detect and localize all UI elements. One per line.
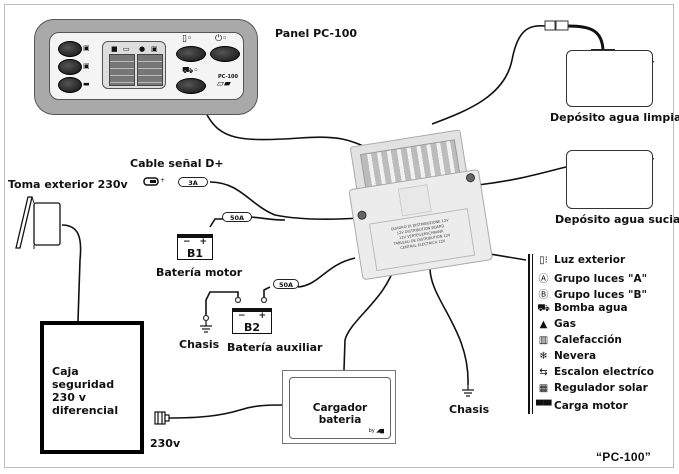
battery-b1: − + B1	[177, 234, 213, 260]
wire-signal-d	[209, 181, 361, 221]
exterior-light-icon: ▯⁝	[539, 255, 548, 266]
group-a-icon: Ⓐ	[538, 274, 549, 285]
wire-box-to-clean-tank	[431, 25, 546, 125]
box-indicator-window	[397, 184, 432, 217]
terminal-b2-plus	[260, 296, 268, 304]
wire-plug-to-charger	[167, 404, 283, 419]
terminal-b2-minus	[234, 296, 242, 304]
wire-box-to-dirty-tank	[477, 166, 567, 186]
battery-b2-icon: ▣	[83, 62, 90, 70]
central-distribution-box: QUADRO DI DISTRIBUZIONE 12V 12V DISTRIBU…	[341, 125, 494, 281]
wire-b2-minus-chasis	[205, 291, 239, 318]
wire-panel-to-box	[205, 112, 373, 151]
terminal-chasis	[202, 314, 210, 322]
panel-display: ■ ▭ ● ▣	[102, 41, 166, 89]
wire-box-to-charger	[343, 264, 396, 371]
box-label-plate: QUADRO DI DISTRIBUZIONE 12V 12V DISTRIBU…	[368, 208, 476, 272]
fuse-50a-b2: 50A	[273, 279, 299, 289]
wire-toma-to-caja	[61, 224, 82, 322]
panel-button-power[interactable]	[210, 46, 240, 62]
engine-charge-icon: ▀▀	[536, 401, 552, 412]
drop-indicator-icon: ●	[139, 45, 146, 53]
wire-clean-tank-sensor	[567, 24, 605, 51]
level-bar-left	[109, 54, 135, 86]
battery-motor-label: Batería motor	[156, 266, 243, 279]
panel-button-b1[interactable]	[58, 41, 82, 57]
exterior-light-icon: ▯◦	[182, 34, 193, 44]
panel-logo: PC-100	[218, 74, 238, 80]
panel-button-battery[interactable]	[58, 77, 82, 93]
group-b-icon: Ⓑ	[538, 290, 549, 301]
plug-230v-icon	[154, 411, 170, 425]
legend-item: ▀▀Carga motor	[536, 400, 628, 412]
panel-button-water-pump[interactable]	[176, 78, 206, 94]
gas-icon: ▲	[539, 319, 548, 330]
screw-icon	[465, 172, 476, 183]
legend-item: ▦Regulador solar	[536, 382, 648, 397]
ground-symbol-right	[462, 385, 474, 397]
clean-water-tank	[566, 50, 653, 107]
power-icon: ⏻◦	[215, 34, 228, 44]
plus-sign: +	[160, 177, 166, 184]
wire-b2-plus	[263, 286, 271, 300]
charger-brand: by ◢▆	[368, 428, 384, 434]
electric-step-icon: ⇆	[539, 367, 548, 378]
water-pump-icon: ⛟◦	[182, 66, 199, 76]
control-panel-face: ▣ ▣ ▬ ■ ▭ ● ▣ ▯◦ ⏻◦ ⛟◦ PC-100 ▱▰	[49, 32, 244, 100]
diagram-frame	[4, 4, 674, 468]
battery-b2: − + B2	[232, 308, 272, 334]
panel-label: Panel PC-100	[275, 27, 357, 40]
legend-item: ❄Nevera	[536, 350, 596, 365]
brand-logo-icon: ▱▰	[217, 79, 231, 89]
wire-b1-fuse-to-box	[249, 216, 286, 221]
panel-button-exterior-light[interactable]	[176, 46, 206, 62]
external-socket-label: Toma exterior 230v	[8, 178, 128, 191]
wire-box-to-chasis	[429, 267, 469, 386]
fridge-icon: ❄	[539, 351, 548, 362]
safety-box: Caja seguridad 230 v diferencial	[40, 321, 144, 454]
waste-indicator-icon: ▣	[151, 45, 158, 53]
plug-230v-label: 230v	[150, 437, 181, 450]
water-pump-icon: ⛟	[537, 303, 550, 314]
battery-indicator-icon: ■	[111, 45, 118, 53]
chasis-label-left: Chasis	[179, 338, 220, 351]
panel-button-b2[interactable]	[58, 59, 82, 75]
level-bar-right	[137, 54, 163, 86]
control-panel: ▣ ▣ ▬ ■ ▭ ● ▣ ▯◦ ⏻◦ ⛟◦ PC-100 ▱▰	[34, 19, 258, 115]
chasis-label-right: Chasis	[449, 403, 490, 416]
clean-water-tank-label: Depósito agua limpia	[550, 111, 679, 124]
heating-icon: ▥	[538, 335, 549, 346]
fuse-50a-b1: 50A	[222, 212, 252, 222]
legend-item: ▯⁝Luz exterior	[536, 254, 625, 269]
wire-battery-motor	[209, 218, 225, 228]
battery-icon: ▬	[83, 80, 90, 88]
fuse-3a: 3A	[178, 177, 208, 187]
battery-aux-label: Batería auxiliar	[227, 341, 323, 354]
legend-item: ▥Calefacción	[536, 334, 622, 349]
dirty-water-tank	[566, 150, 653, 209]
connector-1	[544, 20, 556, 31]
dirty-water-tank-label: Depósito agua sucia	[555, 213, 679, 226]
connector-2	[555, 20, 569, 31]
wire-b2-to-box	[297, 257, 356, 288]
charger-label: Cargador bateria	[312, 402, 368, 426]
battery-charger: Cargador bateria by ◢▆	[282, 370, 396, 444]
safety-box-label: Caja seguridad 230 v diferencial	[52, 365, 119, 417]
battery-b1-icon: ▣	[83, 44, 90, 52]
screw-icon	[356, 210, 368, 221]
legend-item: ▲Gas	[536, 318, 576, 333]
legend-item: ⇆Escalon electríco	[536, 366, 654, 381]
signal-cable-label: Cable señal D+	[130, 157, 224, 170]
external-socket-icon	[15, 196, 61, 249]
tank-indicator-icon: ▭	[123, 45, 130, 53]
legend-item: ⛟Bomba agua	[537, 302, 628, 314]
solar-regulator-icon: ▦	[538, 383, 549, 394]
model-badge: “PC-100”	[596, 450, 652, 464]
